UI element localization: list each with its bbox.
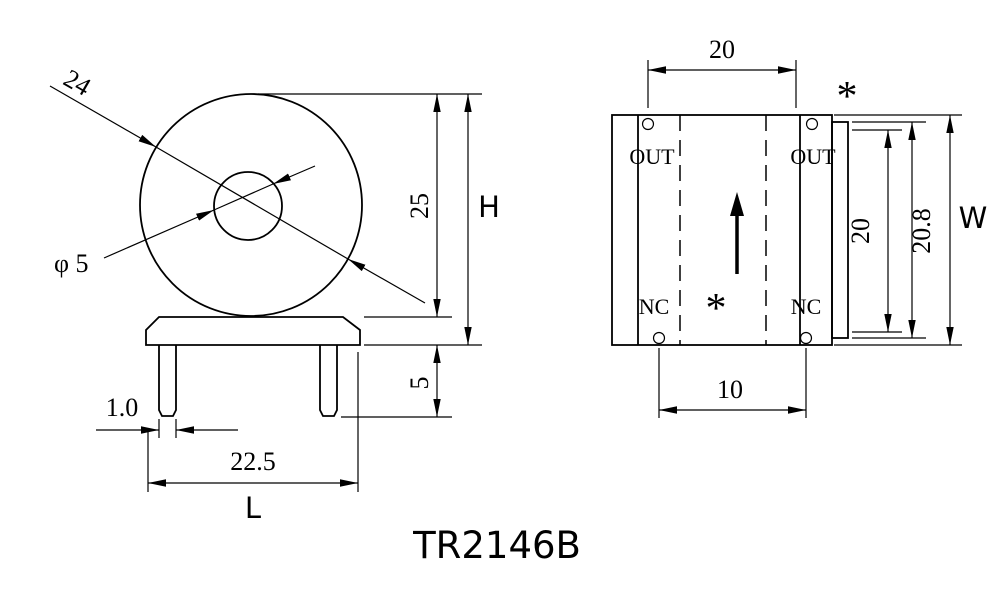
base-bracket — [145, 316, 361, 346]
base-width-label: 22.5 — [230, 447, 276, 476]
left-pin — [158, 345, 177, 417]
corner-asterisk: * — [837, 74, 858, 120]
pin-hole-bottom-right — [799, 331, 813, 345]
outer-diameter-label: 24 — [59, 64, 96, 102]
dimension-line — [213, 183, 274, 211]
pin-hole-top-right — [805, 117, 819, 131]
dim-inner-diameter: φ 5 — [54, 165, 316, 278]
front-view: 24 φ 5 25 H 5 — [49, 64, 500, 525]
dim-top-pitch: 20 — [647, 35, 797, 108]
part-number-title: TR2146B — [412, 524, 581, 567]
dim-bottom-pitch: 10 — [658, 348, 807, 418]
dimension-line — [347, 258, 426, 304]
length-label: L — [245, 491, 261, 525]
pin-length-label: 5 — [405, 377, 434, 390]
pin-width-label: 1.0 — [106, 393, 139, 422]
dimension-line — [49, 85, 157, 148]
dim-total-height: H — [464, 94, 500, 345]
pin-label-out-right: OUT — [790, 144, 836, 169]
pin-hole-bottom-left — [652, 331, 666, 345]
toroid-outer-circle — [139, 93, 363, 317]
pin-label-nc-right: NC — [791, 294, 822, 319]
dimension-line — [155, 146, 349, 260]
dim-body-height: 25 — [405, 94, 441, 317]
inner-diameter-label: φ 5 — [54, 249, 89, 278]
side-flange — [831, 121, 849, 339]
dim-width: W — [834, 114, 988, 346]
dim-outer-height: 20.8 — [852, 121, 936, 339]
dim-inner-height: 20 — [846, 129, 902, 333]
dim-pin-width: 1.0 — [96, 393, 238, 438]
side-view: OUT OUT NC NC * * 20 10 20 — [611, 35, 988, 418]
top-pitch-label: 20 — [709, 35, 735, 64]
pin-hole-top-left — [641, 117, 655, 131]
bottom-pitch-label: 10 — [717, 375, 743, 404]
direction-arrow-head — [730, 192, 744, 216]
dimension-line — [272, 165, 316, 185]
dim-pin-length: 5 — [405, 345, 441, 417]
width-label: W — [959, 201, 988, 235]
total-height-label: H — [478, 190, 500, 224]
dimension-line — [103, 209, 215, 259]
center-asterisk: * — [706, 286, 727, 332]
dim-outer-diameter: 24 — [49, 64, 426, 304]
pin-label-nc-left: NC — [639, 294, 670, 319]
outer-height-label: 20.8 — [907, 208, 936, 254]
dim-base-width: 22.5 — [147, 352, 359, 492]
body-height-label: 25 — [405, 193, 434, 219]
pin-label-out-left: OUT — [629, 144, 675, 169]
toroid-inner-hole — [213, 171, 283, 241]
inner-height-label: 20 — [846, 218, 875, 244]
right-pin — [319, 345, 338, 417]
